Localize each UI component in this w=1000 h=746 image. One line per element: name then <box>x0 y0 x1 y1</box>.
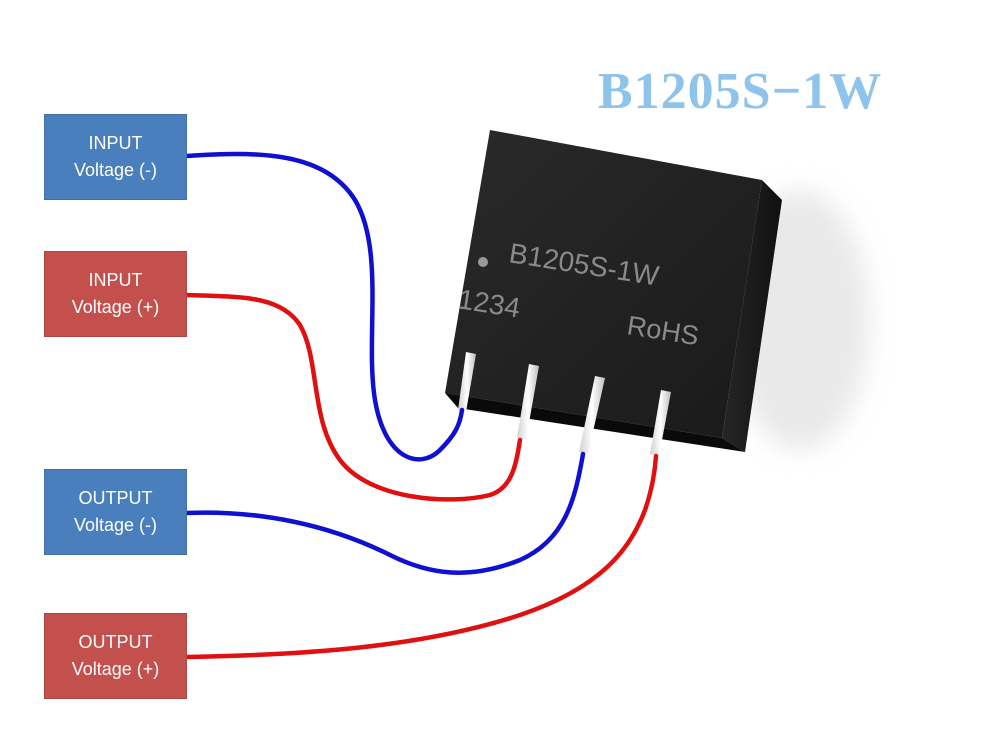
pin1-indicator-dot <box>478 257 488 267</box>
module-side-face <box>722 180 782 452</box>
label-input-voltage-negative: INPUT Voltage (-) <box>44 114 187 200</box>
pin-3 <box>579 376 605 454</box>
label-input-voltage-positive: INPUT Voltage (+) <box>44 251 187 337</box>
wire-output-positive <box>184 453 659 660</box>
pin-4 <box>650 390 671 456</box>
pin-1 <box>458 352 476 412</box>
wire-input-positive <box>184 292 523 502</box>
label-line-2: Voltage (+) <box>71 297 160 317</box>
module-title: B1205S−1W <box>598 63 883 120</box>
label-line-2: Voltage (-) <box>73 515 158 535</box>
module-front-face <box>445 130 762 438</box>
dc-dc-module: B1205S-1W 1234 RoHS <box>445 130 782 452</box>
wire-input-negative <box>184 151 465 462</box>
label-line-1: INPUT <box>88 270 143 290</box>
module-pins <box>458 352 671 456</box>
label-output-voltage-negative: OUTPUT Voltage (-) <box>44 469 187 555</box>
wire-output-negative <box>184 451 586 575</box>
label-line-1: OUTPUT <box>78 488 153 508</box>
label-line-1: OUTPUT <box>78 632 153 652</box>
label-line-2: Voltage (+) <box>71 659 160 679</box>
pin-2 <box>517 364 539 440</box>
label-line-2: Voltage (-) <box>73 160 158 180</box>
label-line-1: INPUT <box>88 133 143 153</box>
label-output-voltage-positive: OUTPUT Voltage (+) <box>44 613 187 699</box>
